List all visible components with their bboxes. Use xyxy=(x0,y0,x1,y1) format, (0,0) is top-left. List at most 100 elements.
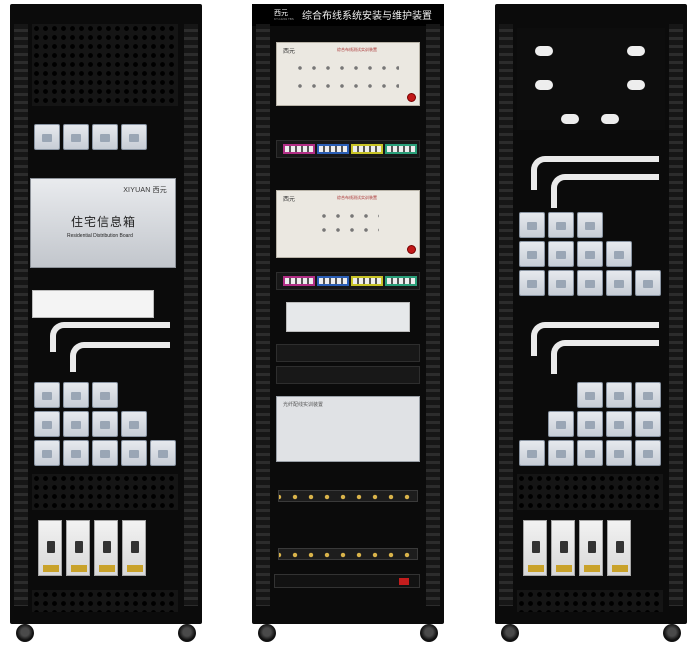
left-rail xyxy=(499,24,513,606)
cabinet-title-plate: 西元 KYJ-2201 TBS 综合布线系统安装与维护装置 xyxy=(252,4,444,26)
connector-module xyxy=(519,212,545,238)
top-module-row xyxy=(34,124,147,150)
fiber-distribution-box: 光纤配线实训装置 xyxy=(276,396,420,462)
brand-model: KYJ-2201 TBS xyxy=(274,17,294,21)
connector-module xyxy=(34,124,60,150)
connector-module xyxy=(63,411,89,437)
perforated-panel-bottom xyxy=(32,590,178,612)
empty-slot xyxy=(635,212,661,238)
connector-module xyxy=(34,411,60,437)
perforated-panel-bottom xyxy=(517,590,663,612)
breaker-terminal xyxy=(99,565,115,572)
connector-module xyxy=(606,270,632,296)
cable-conduit xyxy=(70,342,170,372)
connector-module xyxy=(121,440,147,466)
connector-module xyxy=(635,411,661,437)
connector-module xyxy=(34,440,60,466)
circuit-breaker xyxy=(94,520,118,576)
connector-module xyxy=(577,440,603,466)
cable-management-hood xyxy=(517,28,665,130)
circuit-breaker xyxy=(551,520,575,576)
empty-slot xyxy=(519,382,545,408)
circuit-breaker xyxy=(523,520,547,576)
blank-panel xyxy=(286,302,410,332)
breaker-switch xyxy=(47,541,55,553)
left-rail xyxy=(14,24,28,606)
panel-1-logo: 西元 xyxy=(283,49,296,55)
caster-wheel xyxy=(663,624,681,642)
cable-slot xyxy=(535,46,553,56)
patch-panel-2 xyxy=(276,272,420,290)
connector-module xyxy=(577,241,603,267)
caster-wheel xyxy=(501,624,519,642)
main-title: 综合布线系统安装与维护装置 xyxy=(302,11,432,22)
connector-module xyxy=(548,241,574,267)
patch-segment-green xyxy=(385,144,417,154)
brand-badge: 西元 xyxy=(274,10,288,17)
circuit-breaker xyxy=(66,520,90,576)
right-rail xyxy=(669,24,683,606)
connector-module xyxy=(519,270,545,296)
connector-module xyxy=(519,440,545,466)
fiber-patch-panel-2 xyxy=(278,548,418,560)
patch-segment-green xyxy=(385,276,417,286)
connector-module xyxy=(577,270,603,296)
perforated-panel-middle xyxy=(32,474,178,510)
breaker-row xyxy=(523,520,631,576)
connector-module xyxy=(92,440,118,466)
connector-module xyxy=(121,411,147,437)
connector-module xyxy=(635,440,661,466)
patch-panel-3 xyxy=(276,344,420,362)
empty-slot xyxy=(548,382,574,408)
pdu-power-switch[interactable] xyxy=(399,578,409,585)
breaker-switch xyxy=(560,541,568,553)
cable-slot xyxy=(601,114,619,124)
residential-info-box: XIYUAN 西元 住宅信息箱 Residential Distribution… xyxy=(30,178,176,268)
connector-module xyxy=(519,241,545,267)
connector-module xyxy=(63,440,89,466)
breaker-terminal xyxy=(584,565,600,572)
training-panel-2: 西元 综合布线测试实训装置 xyxy=(276,190,420,258)
patch-segment-yellow xyxy=(351,144,383,154)
connector-module xyxy=(606,411,632,437)
info-box-brand: XIYUAN 西元 xyxy=(123,187,167,194)
patch-segment-blue xyxy=(317,144,349,154)
patch-panel-1 xyxy=(276,140,420,158)
panel-2-power-button[interactable] xyxy=(407,245,416,254)
breaker-terminal xyxy=(556,565,572,572)
connector-module xyxy=(150,440,176,466)
connector-module xyxy=(606,241,632,267)
panel-2-led-grid xyxy=(317,209,379,223)
panel-1-power-button[interactable] xyxy=(407,93,416,102)
cable-slot xyxy=(561,114,579,124)
info-box-title-en: Residential Distribution Board xyxy=(67,233,133,239)
connector-module xyxy=(34,382,60,408)
cable-conduit xyxy=(531,156,659,190)
panel-2-led-grid xyxy=(317,223,379,237)
patch-segment-yellow xyxy=(351,276,383,286)
connector-module xyxy=(577,411,603,437)
info-box-title-cn: 住宅信息箱 xyxy=(71,215,137,229)
patch-segment-magenta xyxy=(283,144,315,154)
caster-wheel xyxy=(16,624,34,642)
empty-slot xyxy=(150,411,176,437)
breaker-terminal xyxy=(71,565,87,572)
breaker-switch xyxy=(131,541,139,553)
connector-module xyxy=(577,212,603,238)
right-rail xyxy=(426,24,440,606)
breaker-terminal xyxy=(127,565,143,572)
patch-panel-4 xyxy=(276,366,420,384)
cable-slot xyxy=(627,46,645,56)
breaker-switch xyxy=(75,541,83,553)
circuit-breaker xyxy=(607,520,631,576)
perforated-panel-top xyxy=(32,24,178,106)
perforated-panel-middle xyxy=(517,474,663,510)
empty-slot xyxy=(150,382,176,408)
panel-2-name: 综合布线测试实训装置 xyxy=(337,195,377,200)
connector-module xyxy=(635,270,661,296)
white-faceplate-row xyxy=(32,290,154,318)
cable-conduit xyxy=(551,340,659,374)
connector-module xyxy=(548,411,574,437)
connector-module xyxy=(121,124,147,150)
patch-segment-magenta xyxy=(283,276,315,286)
